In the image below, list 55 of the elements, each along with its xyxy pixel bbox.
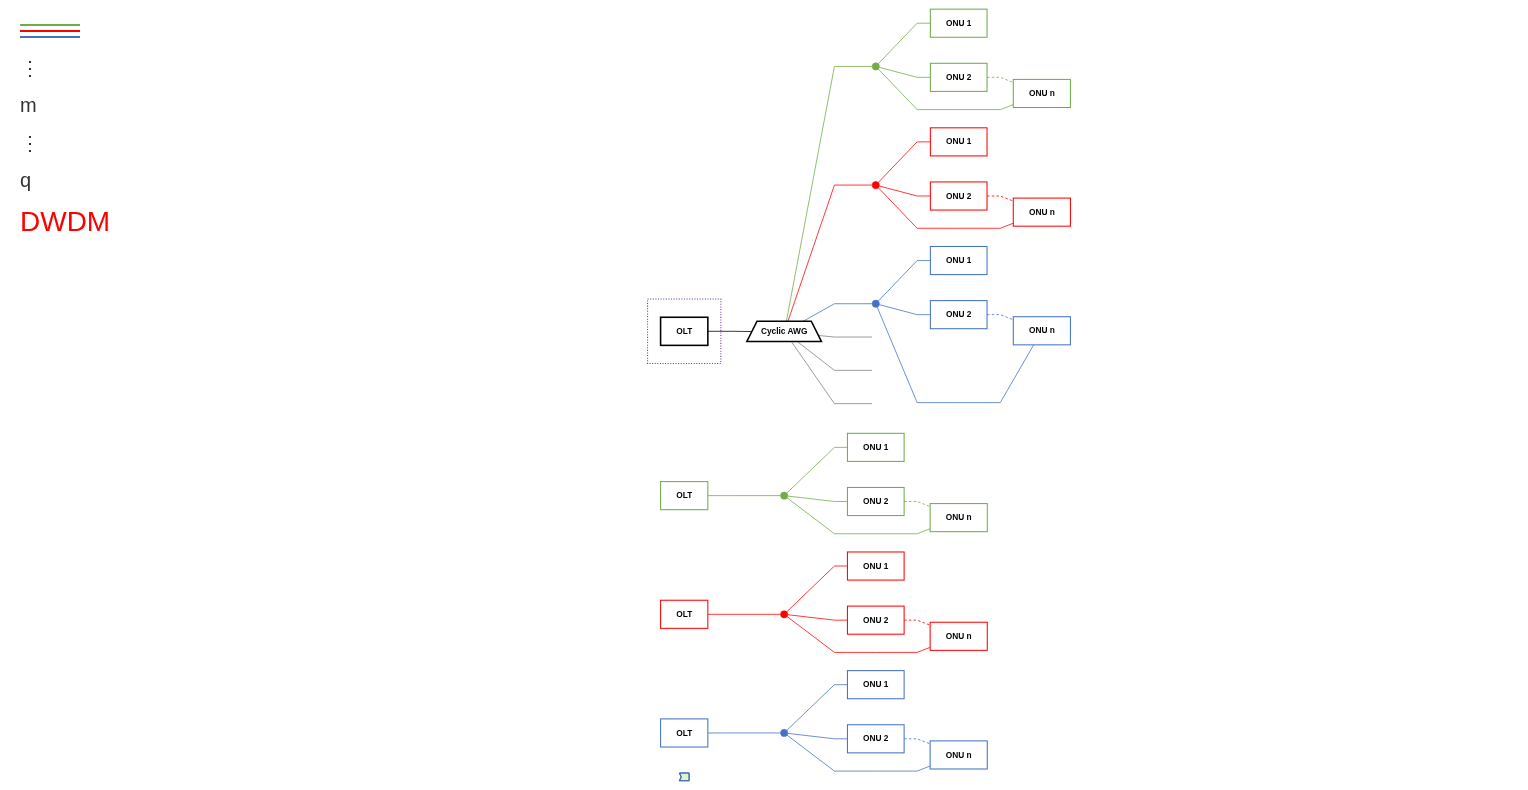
node-box: ONU 2 [846, 605, 905, 635]
node-box: ONU 1 [929, 8, 988, 38]
node-box: ONU 1 [929, 245, 988, 276]
fiber-line [707, 732, 781, 734]
node-box: ONU 2 [929, 62, 988, 92]
fiber-line [787, 184, 873, 322]
node-box: ONU 2 [929, 300, 988, 330]
node-box: ONU 2 [846, 486, 905, 517]
fiber-line [785, 66, 873, 322]
node-box: OLT [660, 718, 709, 748]
node-box: ONU n [1012, 316, 1071, 346]
fiber-line [877, 187, 1014, 229]
fiber-line [876, 306, 1035, 403]
node-box: ONU 1 [846, 670, 905, 700]
bracket-label: ⋮ [20, 56, 41, 80]
fiber-line [786, 616, 931, 653]
fiber-line [787, 614, 848, 621]
fiber-line [786, 497, 931, 535]
bracket-label: m [20, 94, 38, 117]
network-label: DWDM [20, 206, 112, 238]
fiber-line [786, 447, 848, 494]
fiber-line [707, 613, 781, 615]
fiber-line [818, 335, 873, 338]
node-box: ONU 2 [846, 724, 905, 754]
fiber-line [878, 304, 931, 316]
fiber-line [786, 684, 848, 731]
fiber-line [791, 341, 873, 405]
node-box: ONU n [929, 621, 988, 651]
node-box: ONU n [1012, 78, 1071, 109]
node-box: ONU n [929, 740, 988, 770]
bracket-label: ⋮ [20, 131, 41, 155]
node-box: ONU n [1012, 197, 1071, 227]
fiber-line [797, 341, 873, 371]
node-box: ONU 1 [846, 432, 905, 462]
fiber-line [877, 260, 931, 302]
node-box: OLT [659, 316, 709, 347]
fiber-line [878, 66, 931, 78]
node-box: ONU 2 [929, 181, 988, 211]
fiber-line [786, 734, 931, 772]
fiber-line [877, 141, 931, 183]
node-box: OLT [660, 599, 709, 629]
fiber-line [877, 22, 931, 65]
cluster [647, 298, 722, 365]
fiber-line [707, 330, 753, 332]
fiber-line [787, 733, 848, 740]
fiber-line [878, 185, 931, 197]
node-box: ONU 1 [929, 127, 988, 157]
fiber-line [707, 495, 781, 497]
node-box: OLT [660, 481, 709, 511]
node-box: ONU n [929, 503, 988, 533]
node-box: ONU 1 [846, 551, 905, 581]
fiber-line [787, 495, 848, 502]
bracket-label: q [20, 169, 33, 192]
fiber-line [786, 565, 848, 613]
fiber-line [877, 68, 1014, 110]
